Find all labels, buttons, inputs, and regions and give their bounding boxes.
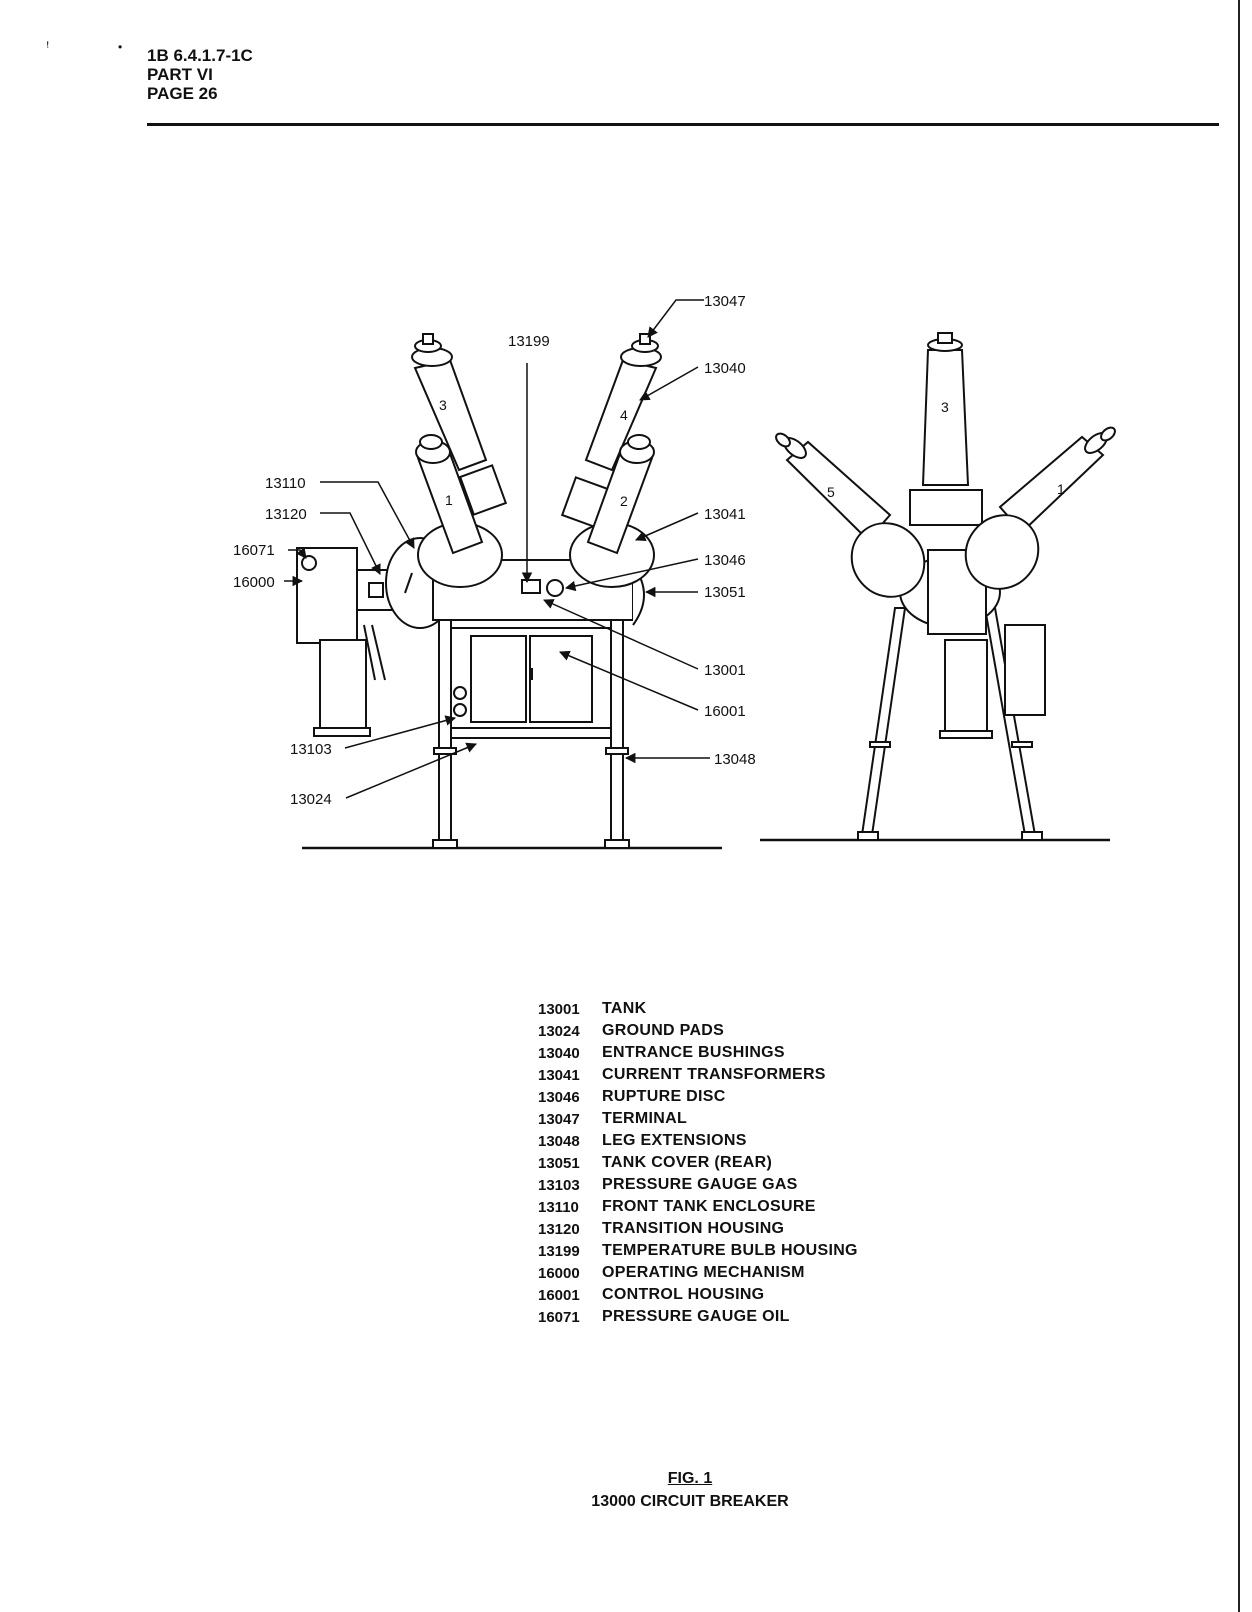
legend-code: 16071 (538, 1308, 580, 1326)
side-bushing-number-3: 3 (941, 399, 949, 415)
legend-row: 13046 RUPTURE DISC (538, 1086, 858, 1108)
bushing-side-3 (909, 332, 983, 526)
legend-code: 13103 (538, 1176, 580, 1194)
side-mechanism-column (944, 639, 988, 736)
callout-13001: 13001 (704, 662, 746, 679)
figure-caption-block: FIG. 1 13000 CIRCUIT BREAKER (540, 1467, 840, 1513)
callout-13041: 13041 (704, 506, 746, 523)
legend-code: 13040 (538, 1044, 580, 1062)
document-header: 1B 6.4.1.7-1C PART VI PAGE 26 (147, 46, 253, 103)
legend-desc: TRANSITION HOUSING (602, 1220, 785, 1237)
legend-desc: OPERATING MECHANISM (602, 1264, 805, 1281)
callout-13046: 13046 (704, 552, 746, 569)
legend-row: 13051 TANK COVER (REAR) (538, 1152, 858, 1174)
callout-16000: 16000 (233, 574, 275, 591)
parts-legend: 13001 TANK 13024 GROUND PADS 13040 ENTRANCE… (538, 998, 858, 1328)
side-bushing-number-1: 1 (1057, 481, 1065, 497)
legend-row: 13001 TANK (538, 998, 858, 1020)
doc-page: PAGE 26 (147, 84, 218, 103)
side-view (760, 332, 1116, 842)
callout-16071: 16071 (233, 542, 275, 559)
callout-13024: 13024 (290, 791, 332, 808)
doc-number: 1B 6.4.1.7-1C (147, 46, 253, 65)
rupture-disc (546, 579, 564, 597)
side-rear-cover (1004, 624, 1046, 716)
legend-code: 13024 (538, 1022, 580, 1040)
legend-desc: TANK (602, 1000, 647, 1017)
figure-label: FIG. 1 (667, 1470, 713, 1487)
legend-desc: PRESSURE GAUGE OIL (602, 1308, 790, 1325)
legend-row: 13047 TERMINAL (538, 1108, 858, 1130)
legend-code: 13199 (538, 1242, 580, 1260)
legend-code: 13048 (538, 1132, 580, 1150)
legend-desc: CURRENT TRANSFORMERS (602, 1066, 826, 1083)
callout-16001: 16001 (704, 703, 746, 720)
legend-code: 13001 (538, 1000, 580, 1018)
legend-desc: TANK COVER (REAR) (602, 1154, 773, 1171)
legend-desc: TERMINAL (602, 1110, 688, 1127)
figure-caption: 13000 CIRCUIT BREAKER (591, 1493, 789, 1510)
header-rule (147, 123, 1219, 126)
legend-code: 13051 (538, 1154, 580, 1172)
legend-desc: GROUND PADS (602, 1022, 725, 1039)
legend-row: 13110 FRONT TANK ENCLOSURE (538, 1196, 858, 1218)
legend-row: 13041 CURRENT TRANSFORMERS (538, 1064, 858, 1086)
callout-13040: 13040 (704, 360, 746, 377)
front-bushing-number-1: 1 (445, 492, 453, 508)
legend-code: 16001 (538, 1286, 580, 1304)
bushing-side-5 (775, 432, 926, 598)
legend-code: 13047 (538, 1110, 580, 1128)
legend-row: 13048 LEG EXTENSIONS (538, 1130, 858, 1152)
callout-13103: 13103 (290, 741, 332, 758)
doc-part: PART VI (147, 65, 213, 84)
control-housing (450, 627, 612, 729)
legend-row: 13024 GROUND PADS (538, 1020, 858, 1042)
legend-code: 16000 (538, 1264, 580, 1282)
legend-code: 13120 (538, 1220, 580, 1238)
temperature-bulb-housing (521, 579, 541, 594)
legend-row: 13199 TEMPERATURE BULB HOUSING (538, 1240, 858, 1262)
side-legs (857, 607, 1043, 841)
legend-row: 13103 PRESSURE GAUGE GAS (538, 1174, 858, 1196)
bushing-side-1 (964, 426, 1116, 590)
legend-code: 13041 (538, 1066, 580, 1084)
leader-lines (284, 299, 710, 799)
legend-code: 13110 (538, 1198, 579, 1216)
legend-row: 13120 TRANSITION HOUSING (538, 1218, 858, 1240)
scan-mark-dot: • (118, 40, 123, 54)
callout-13047: 13047 (704, 293, 746, 310)
legend-desc: ENTRANCE BUSHINGS (602, 1044, 785, 1061)
legend-desc: CONTROL HOUSING (602, 1286, 765, 1303)
front-bushing-number-3: 3 (439, 397, 447, 413)
legend-desc: FRONT TANK ENCLOSURE (602, 1198, 816, 1215)
bushing-front-2 (586, 434, 655, 555)
side-bushing-number-5: 5 (827, 484, 835, 500)
legend-desc: LEG EXTENSIONS (602, 1132, 747, 1149)
legend-desc: TEMPERATURE BULB HOUSING (602, 1242, 858, 1259)
bushing-front-4 (560, 333, 662, 528)
bushing-front-3 (411, 333, 508, 516)
page-edge-rule (1238, 0, 1240, 1612)
legend-desc: RUPTURE DISC (602, 1088, 726, 1105)
operating-mechanism (296, 547, 386, 737)
front-bushing-number-2: 2 (620, 493, 628, 509)
callout-13051: 13051 (704, 584, 746, 601)
legend-row: 16071 PRESSURE GAUGE OIL (538, 1306, 858, 1328)
callout-13199: 13199 (508, 333, 550, 350)
legend-row: 16000 OPERATING MECHANISM (538, 1262, 858, 1284)
legend-desc: PRESSURE GAUGE GAS (602, 1176, 798, 1193)
front-bushing-number-4: 4 (620, 407, 628, 423)
callout-13120: 13120 (265, 506, 307, 523)
legend-code: 13046 (538, 1088, 580, 1106)
front-view (296, 333, 722, 850)
legend-row: 16001 CONTROL HOUSING (538, 1284, 858, 1306)
callout-13110: 13110 (265, 475, 306, 492)
legend-row: 13040 ENTRANCE BUSHINGS (538, 1042, 858, 1064)
bushing-front-1 (415, 434, 484, 555)
scan-mark-left: ꜝ (46, 42, 50, 56)
callout-13048: 13048 (714, 751, 756, 768)
